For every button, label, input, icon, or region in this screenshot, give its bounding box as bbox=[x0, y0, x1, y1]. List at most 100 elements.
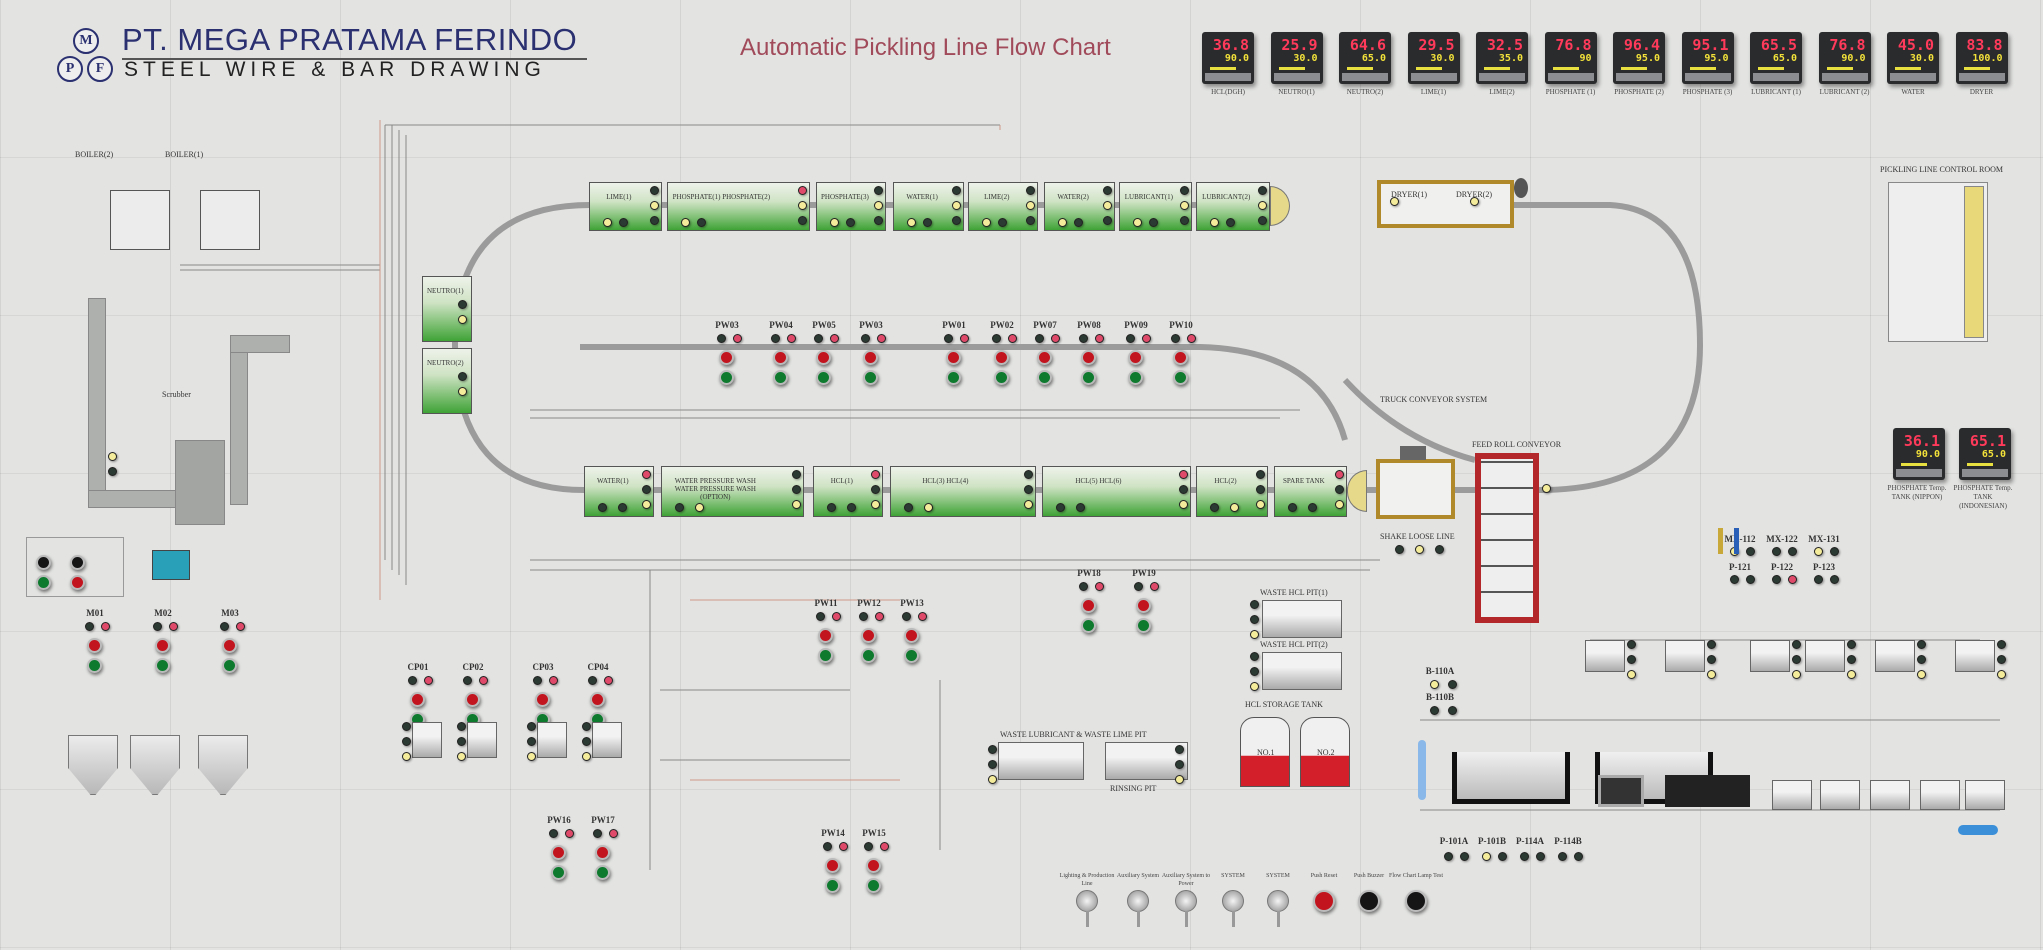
controller-keys[interactable] bbox=[1616, 73, 1662, 81]
controller-keys[interactable] bbox=[1273, 73, 1320, 81]
key-switch[interactable] bbox=[1267, 890, 1289, 927]
start-button[interactable] bbox=[825, 878, 840, 893]
start-button[interactable] bbox=[994, 370, 1009, 385]
shaker-unit bbox=[1376, 459, 1455, 519]
controller-keys[interactable] bbox=[1896, 469, 1942, 477]
start-button[interactable] bbox=[222, 658, 237, 673]
indicator-lamp bbox=[1830, 575, 1839, 584]
stop-button[interactable] bbox=[535, 692, 550, 707]
stop-button[interactable] bbox=[70, 575, 85, 590]
meter-label: LIME(1) bbox=[1420, 88, 1447, 96]
stop-button[interactable] bbox=[1128, 350, 1143, 365]
indicator-lamp bbox=[1470, 197, 1479, 206]
pipe-lines bbox=[180, 124, 2000, 870]
stop-button[interactable] bbox=[818, 628, 833, 643]
station-label: PW19 bbox=[1132, 568, 1156, 578]
tank-lower: HCL(3) HCL(4) bbox=[890, 466, 1036, 517]
start-button[interactable] bbox=[155, 658, 170, 673]
stop-button[interactable] bbox=[1081, 350, 1096, 365]
start-button[interactable] bbox=[904, 648, 919, 663]
stop-button[interactable] bbox=[816, 350, 831, 365]
stop-button[interactable] bbox=[595, 845, 610, 860]
start-button[interactable] bbox=[946, 370, 961, 385]
start-button[interactable] bbox=[1081, 618, 1096, 633]
stop-button[interactable] bbox=[551, 845, 566, 860]
stop-button[interactable] bbox=[863, 350, 878, 365]
stop-button[interactable] bbox=[866, 858, 881, 873]
start-button[interactable] bbox=[87, 658, 102, 673]
start-button[interactable] bbox=[1037, 370, 1052, 385]
buzzer-button[interactable] bbox=[1358, 890, 1380, 912]
boiler bbox=[110, 190, 170, 250]
controller-keys[interactable] bbox=[1753, 73, 1799, 81]
fault-lamp bbox=[787, 334, 796, 343]
controller-keys[interactable] bbox=[1479, 73, 1525, 81]
key-switch[interactable] bbox=[1127, 890, 1149, 927]
stop-button[interactable] bbox=[994, 350, 1009, 365]
stop-button[interactable] bbox=[719, 350, 734, 365]
stop-button[interactable] bbox=[773, 350, 788, 365]
controller-keys[interactable] bbox=[1962, 469, 2008, 477]
indicator-lamp bbox=[830, 218, 839, 227]
stop-button[interactable] bbox=[861, 628, 876, 643]
stop-button[interactable] bbox=[465, 692, 480, 707]
start-button[interactable] bbox=[818, 648, 833, 663]
indicator-lamp bbox=[1814, 575, 1823, 584]
indicator-lamp bbox=[1210, 503, 1219, 512]
start-button[interactable] bbox=[719, 370, 734, 385]
start-button[interactable] bbox=[866, 878, 881, 893]
indicator-lamp bbox=[457, 722, 466, 731]
start-button[interactable] bbox=[1173, 370, 1188, 385]
stop-button[interactable] bbox=[155, 638, 170, 653]
stop-button[interactable] bbox=[590, 692, 605, 707]
stop-button[interactable] bbox=[410, 692, 425, 707]
key-switch[interactable] bbox=[1222, 890, 1244, 927]
run-lamp bbox=[814, 334, 823, 343]
start-button[interactable] bbox=[863, 370, 878, 385]
controller-keys[interactable] bbox=[1342, 73, 1388, 81]
start-button[interactable] bbox=[773, 370, 788, 385]
stop-button[interactable] bbox=[222, 638, 237, 653]
run-lamp bbox=[1126, 334, 1135, 343]
start-button[interactable] bbox=[1128, 370, 1143, 385]
neutralizer-tank bbox=[1452, 752, 1570, 804]
start-button[interactable] bbox=[1136, 618, 1151, 633]
start-button[interactable] bbox=[861, 648, 876, 663]
lamp-test-button[interactable] bbox=[1405, 890, 1427, 912]
stop-button[interactable] bbox=[1136, 598, 1151, 613]
controller-keys[interactable] bbox=[1821, 73, 1868, 81]
indicator-lamp bbox=[1444, 852, 1453, 861]
controller-keys[interactable] bbox=[1958, 73, 2005, 81]
stop-button[interactable] bbox=[1037, 350, 1052, 365]
meter-label: PHOSPHATE (1) bbox=[1545, 88, 1596, 96]
pump-label: B-110A bbox=[1425, 666, 1455, 676]
controller-keys[interactable] bbox=[1890, 73, 1936, 81]
filter-press bbox=[1598, 775, 1644, 807]
stop-button[interactable] bbox=[904, 628, 919, 643]
start-button[interactable] bbox=[36, 575, 51, 590]
controller-keys[interactable] bbox=[1547, 73, 1594, 81]
stop-button[interactable] bbox=[1081, 598, 1096, 613]
station-label: PW11 bbox=[814, 598, 838, 608]
fault-lamp bbox=[1187, 334, 1196, 343]
stop-button[interactable] bbox=[825, 858, 840, 873]
controller-keys[interactable] bbox=[1684, 73, 1731, 81]
key-switch[interactable] bbox=[1076, 890, 1098, 927]
feed-conveyor-label: FEED ROLL CONVEYOR bbox=[1472, 440, 1562, 449]
start-button[interactable] bbox=[1081, 370, 1096, 385]
start-button[interactable] bbox=[595, 865, 610, 880]
start-button[interactable] bbox=[816, 370, 831, 385]
controller-keys[interactable] bbox=[1410, 73, 1457, 81]
start-button[interactable] bbox=[551, 865, 566, 880]
pump-button[interactable] bbox=[70, 555, 85, 570]
stop-button[interactable] bbox=[946, 350, 961, 365]
stop-button[interactable] bbox=[1173, 350, 1188, 365]
indicator-lamp bbox=[1627, 655, 1636, 664]
indicator-lamp bbox=[458, 315, 467, 324]
controller-keys[interactable] bbox=[1205, 73, 1251, 81]
fan-button[interactable] bbox=[36, 555, 51, 570]
stop-button[interactable] bbox=[87, 638, 102, 653]
key-switch[interactable] bbox=[1175, 890, 1197, 927]
reset-button[interactable] bbox=[1313, 890, 1335, 912]
